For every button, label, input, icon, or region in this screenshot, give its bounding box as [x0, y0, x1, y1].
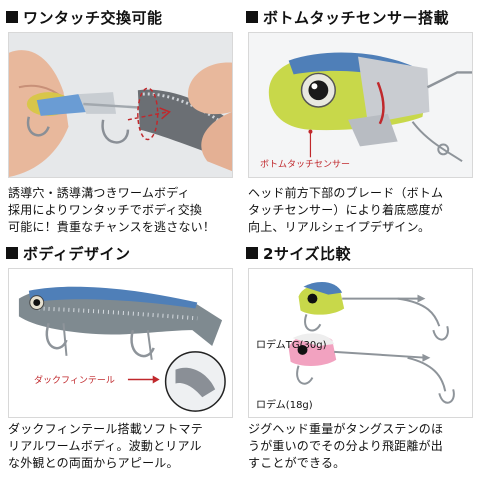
size-label-tg: ロデムTG(30g) [256, 340, 327, 351]
panel-one-touch: ワンタッチ交換可能 誘導穴・誘導溝つきワームボディ [0, 0, 240, 240]
panel-body-design: ボディデザイン ダックフィンテール ダックフィンテール搭載ソフトマテ リアルワー… [0, 240, 240, 480]
square-bullet-icon [246, 11, 258, 23]
square-bullet-icon [246, 247, 258, 259]
section-heading: ワンタッチ交換可能 [6, 6, 163, 28]
panel-size-compare: 2サイズ比較 ロデムTG(30g) ロデム(18g) ジグヘッド重量がタングステ… [240, 240, 480, 480]
section-heading: ボディデザイン [6, 242, 130, 264]
right-hand-shape [187, 62, 232, 115]
panel-description: ジグヘッド重量がタングステンのほ うが重いのでその分より飛距離が出 すことができ… [248, 422, 444, 470]
square-bullet-icon [6, 11, 18, 23]
section-title: ボトムタッチセンサー搭載 [263, 8, 450, 27]
sensor-callout-label: ボトムタッチセンサー [260, 160, 351, 170]
size-label-standard: ロデム(18g) [256, 400, 313, 411]
sensor-closeup-photo [248, 32, 473, 178]
square-bullet-icon [6, 247, 18, 259]
section-heading: ボトムタッチセンサー搭載 [246, 6, 449, 28]
tail-callout-label: ダックフィンテール [34, 376, 115, 386]
body-design-photo [8, 268, 233, 418]
panel-bottom-sensor: ボトムタッチセンサー搭載 ボトムタッチセンサー ヘッド前方下部のブレード（ボトム… [240, 0, 480, 240]
panel-description: ヘッド前方下部のブレード（ボトム タッチセンサー）により着底感度が 向上、リアル… [248, 186, 444, 234]
section-title: ワンタッチ交換可能 [23, 8, 163, 27]
size-compare-photo [248, 268, 473, 418]
panel-description: ダックフィンテール搭載ソフトマテ リアルワームボディ。波動とリアル な外観との両… [8, 422, 203, 470]
section-heading: 2サイズ比較 [246, 242, 351, 264]
one-touch-photo [8, 32, 233, 178]
section-title: ボディデザイン [23, 244, 131, 263]
panel-description: 誘導穴・誘導溝つきワームボディ 採用によりワンタッチでボディ交換 可能に！貴重な… [8, 186, 216, 234]
section-title: 2サイズ比較 [263, 244, 351, 263]
